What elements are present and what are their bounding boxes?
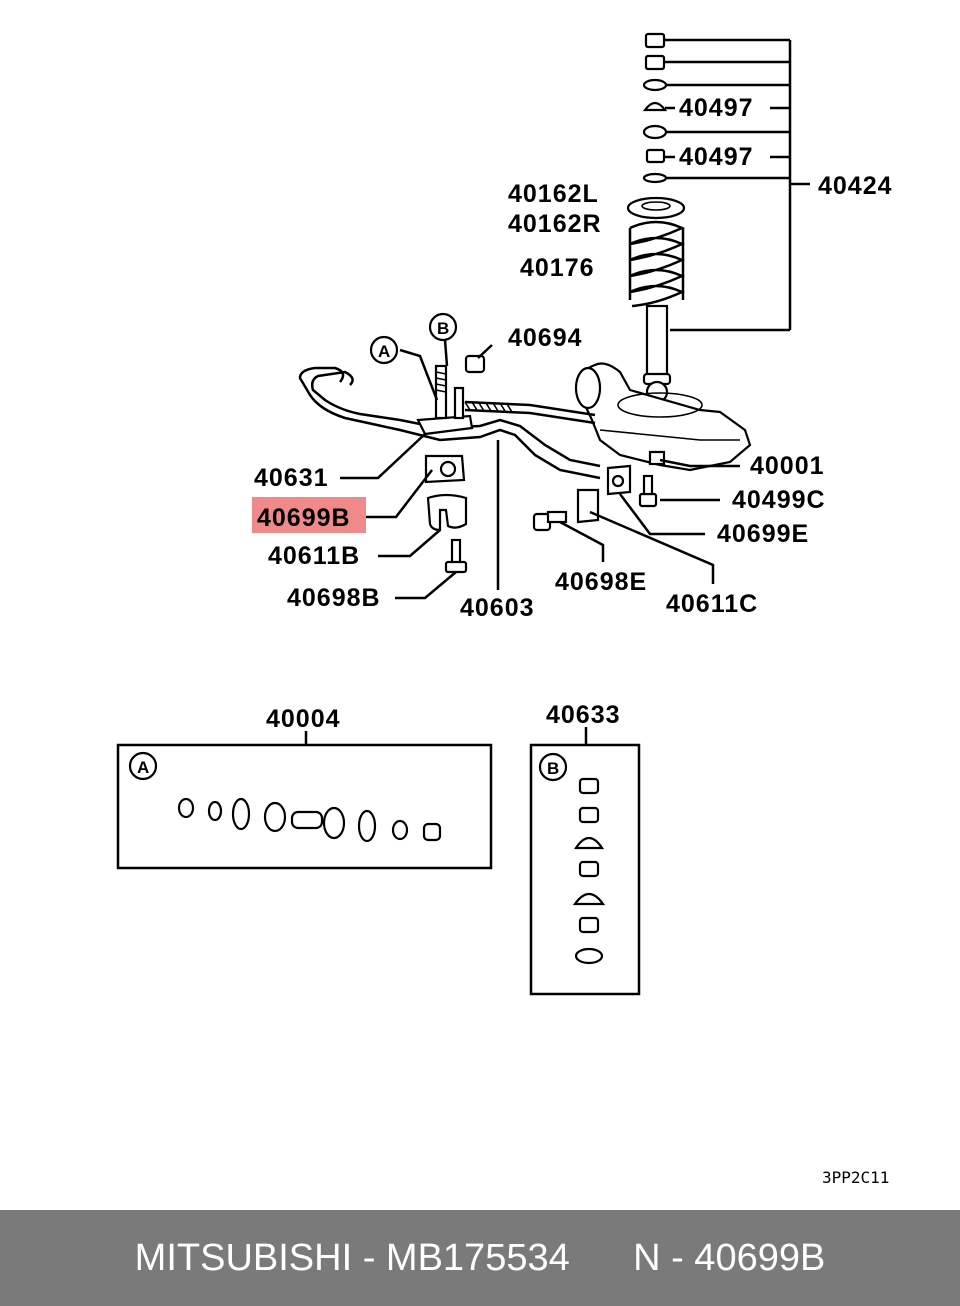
- nut-40499c-icon: [638, 474, 658, 508]
- footer-bar: MITSUBISHI - MB175534 N - 40699B: [0, 1210, 960, 1306]
- label-40499c: 40499C: [732, 486, 826, 514]
- bolt-40698e-icon: [532, 510, 568, 532]
- stabilizer-bar-icon: [298, 366, 601, 480]
- label-40698e: 40698E: [555, 568, 647, 596]
- exploded-parts-diagram: 40497 40497 40424 40162L 40162R 40176 40…: [116, 32, 893, 1187]
- part-labels: 40497 40497 40424 40162L 40162R 40176 40…: [254, 94, 893, 622]
- label-40633: 40633: [546, 701, 621, 729]
- nut-40694-icon: [464, 354, 486, 374]
- bushing-40699e-icon: [606, 464, 632, 496]
- kit-40633: 40633 B: [529, 701, 641, 996]
- bolt-40698b-icon: [444, 538, 468, 574]
- shock-absorber-icon: [642, 304, 672, 404]
- label-40424: 40424: [818, 172, 893, 200]
- callout-a: A: [369, 335, 399, 365]
- label-40176: 40176: [520, 254, 595, 282]
- label-40611c: 40611C: [666, 590, 758, 618]
- footer-gap: [375, 1237, 386, 1280]
- label-40694: 40694: [508, 324, 583, 352]
- lower-arm-icon: [464, 362, 752, 472]
- footer-dash: -: [362, 1236, 376, 1279]
- kit-40004: 40004 A: [116, 705, 493, 870]
- highlighted-part-40699b: 40699B: [252, 497, 366, 533]
- box-b-label: B: [547, 759, 559, 778]
- label-40497-upper: 40497: [679, 94, 754, 122]
- label-40162r: 40162R: [508, 210, 602, 238]
- label-40631: 40631: [254, 464, 329, 492]
- bracket-40631-icon: [416, 364, 474, 436]
- footer-part-number: MB175534: [385, 1236, 570, 1279]
- label-40699b: 40699B: [257, 504, 351, 532]
- label-40698b: 40698B: [287, 584, 381, 612]
- strut-hardware-stack: [642, 32, 668, 184]
- leader-lines: [340, 339, 740, 600]
- footer-gap-wide: [570, 1237, 633, 1280]
- footer-ref: N - 40699B: [633, 1236, 826, 1279]
- strut-bracket-lines: [665, 38, 810, 332]
- svg-text:B: B: [437, 319, 449, 338]
- label-40162l: 40162L: [508, 180, 599, 208]
- label-40611b: 40611B: [268, 542, 360, 570]
- footer-brand: MITSUBISHI: [134, 1236, 353, 1279]
- label-40699e: 40699E: [717, 520, 809, 548]
- highlight-box: [252, 497, 366, 533]
- footer-separator: [352, 1237, 363, 1280]
- diagram-code: 3PP2C11: [822, 1168, 889, 1187]
- box-a-label: A: [137, 758, 149, 777]
- callout-b: B: [428, 312, 458, 342]
- label-40001: 40001: [750, 452, 825, 480]
- label-40497-lower: 40497: [679, 143, 754, 171]
- clamp-40611c-icon: [576, 488, 600, 524]
- label-40004: 40004: [266, 705, 341, 733]
- clamp-40611b-icon: [426, 493, 468, 532]
- svg-text:A: A: [378, 342, 390, 361]
- label-40603: 40603: [460, 594, 535, 622]
- bushing-40699b-icon: [424, 454, 466, 484]
- coil-spring-icon: [626, 196, 686, 308]
